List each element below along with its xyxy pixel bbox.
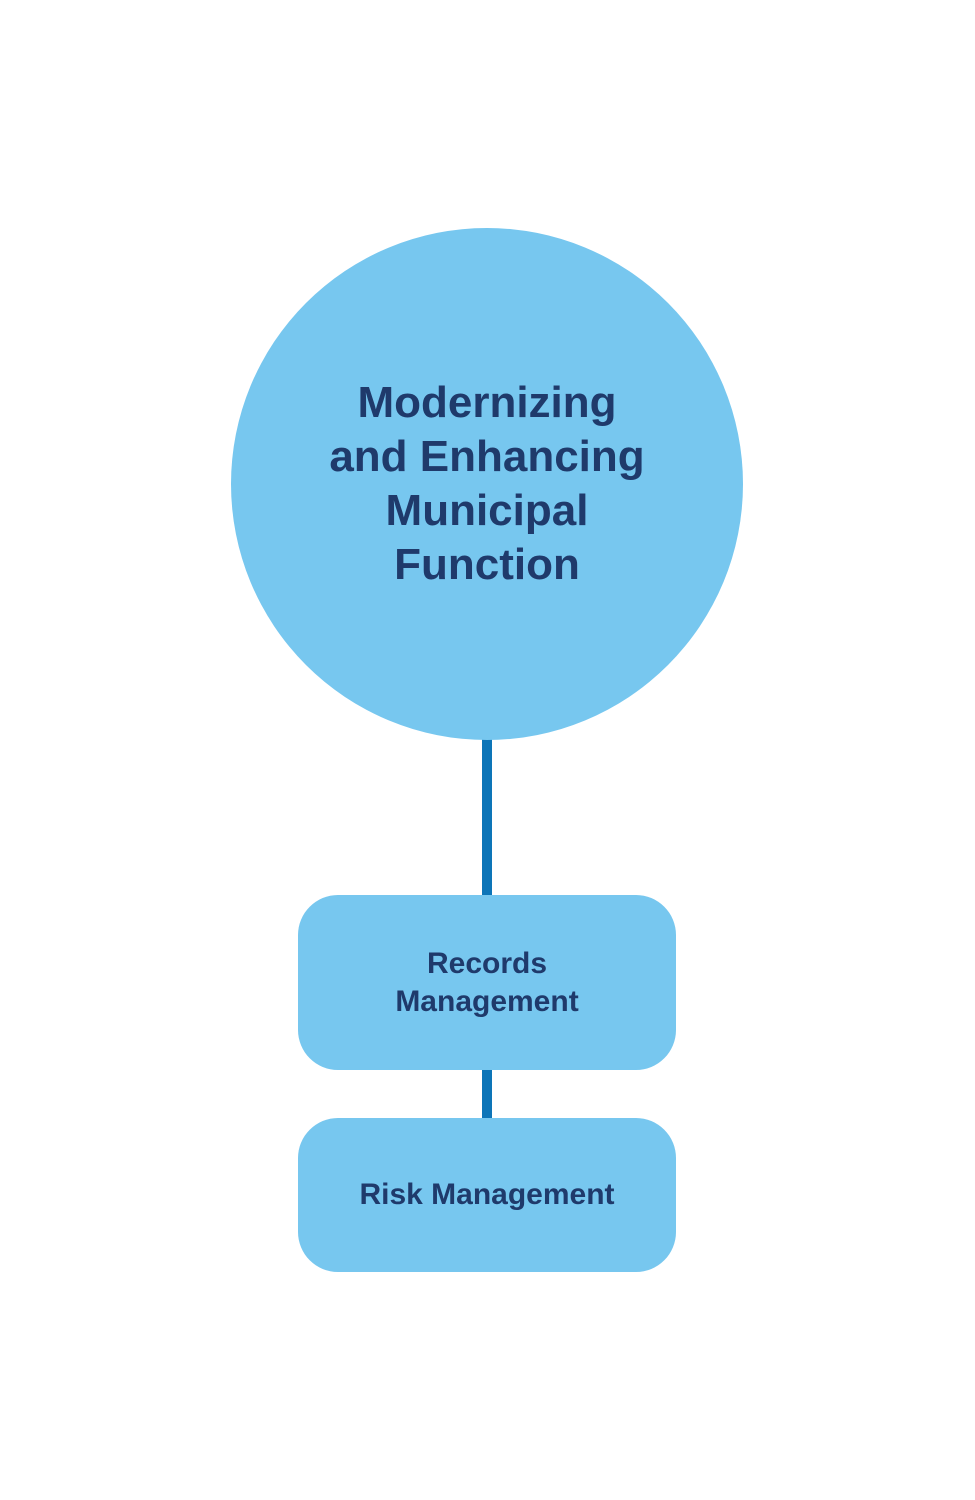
root-node-circle: Modernizing and Enhancing Municipal Func…	[231, 228, 743, 740]
risk-management-label-line: Risk Management	[359, 1178, 615, 1211]
records-management-node: Records Management	[298, 895, 676, 1070]
connector-line-root-to-records	[482, 736, 492, 898]
root-node-label-line: and Enhancing	[329, 432, 645, 481]
records-management-label-line: Management	[395, 984, 579, 1018]
risk-management-label: Risk Management	[359, 1176, 614, 1214]
risk-management-node: Risk Management	[298, 1118, 676, 1272]
root-node-label-line: Municipal	[385, 486, 589, 535]
records-management-label: Records Management	[395, 945, 578, 1021]
root-node-label-line: Modernizing	[357, 378, 617, 427]
connector-line-records-to-risk	[482, 1066, 492, 1122]
root-node-label-line: Function	[394, 540, 580, 589]
records-management-label-line: Records	[426, 946, 548, 980]
root-node-label: Modernizing and Enhancing Municipal Func…	[297, 376, 677, 592]
